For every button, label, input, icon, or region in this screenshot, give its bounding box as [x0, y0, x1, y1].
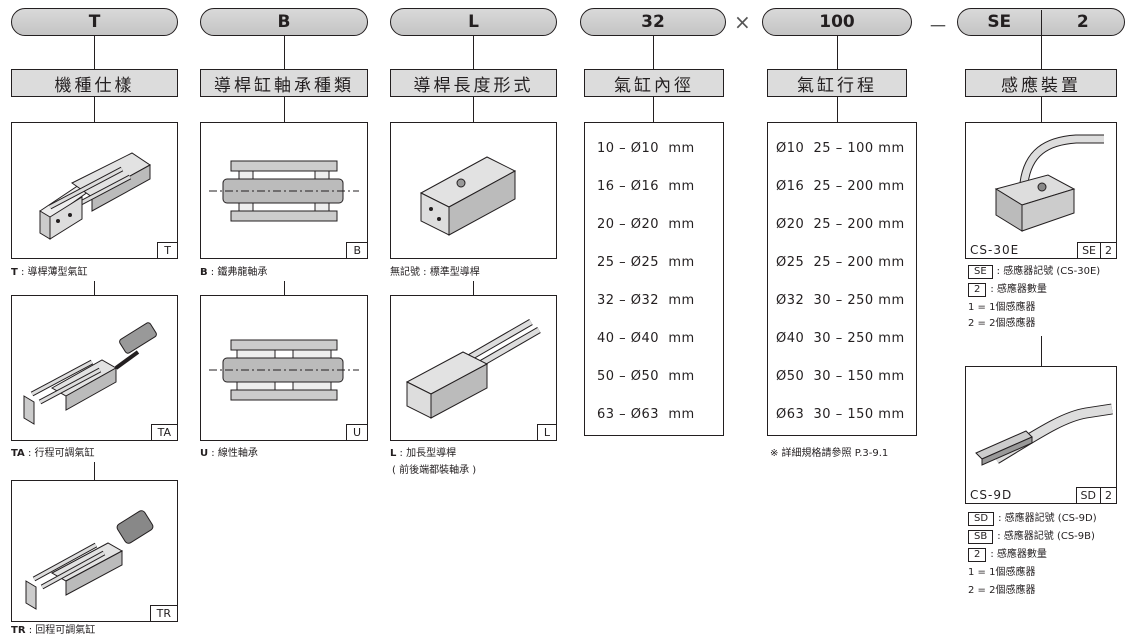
sensor-cs30e-label: CS-30E — [970, 243, 1020, 257]
caption-standard: 無記號 : 標準型導桿 — [390, 267, 480, 278]
connector — [284, 97, 285, 122]
header-length: 導桿長度形式 — [390, 69, 557, 97]
cs9d-qty-2: 2 = 2個感應器 — [968, 585, 1036, 596]
caption-ta: TA : 行程可調氣缸 — [11, 448, 95, 459]
tag-ta: TA — [150, 424, 177, 440]
connector — [94, 462, 95, 480]
bore-row: 20 – Ø20 mm — [597, 217, 695, 232]
connector — [1041, 97, 1042, 122]
code-pill-length: L — [390, 8, 557, 36]
code-pill-stroke: 100 — [762, 8, 912, 36]
header-bearing: 導桿缸軸承種類 — [200, 69, 368, 97]
tag-u: U — [345, 424, 367, 440]
image-standard-guide-rod — [390, 122, 557, 259]
caption-t: T : 導桿薄型氣缸 — [11, 267, 88, 278]
bore-row: 40 – Ø40 mm — [597, 331, 695, 346]
connector — [284, 281, 285, 295]
image-adjustable-return-cylinder: TR — [11, 480, 178, 622]
cs30e-line-2: 2: 感應器數量 — [968, 282, 1047, 297]
connector — [473, 97, 474, 122]
tag-tr: TR — [149, 605, 177, 621]
cs9d-line-1: SD: 感應器記號 (CS-9D) — [968, 511, 1097, 526]
cs30e-qty-2: 2 = 2個感應器 — [968, 318, 1036, 329]
connector — [653, 36, 654, 69]
header-model: 機種仕樣 — [11, 69, 178, 97]
stroke-row: Ø40 30 – 250 mm — [776, 331, 905, 346]
code-stroke: 100 — [819, 12, 855, 32]
image-guided-thin-cylinder: T — [11, 122, 178, 259]
cs30e-qty-1: 1 = 1個感應器 — [968, 302, 1036, 313]
caption-l: L : 加長型導桿 — [390, 448, 457, 459]
stroke-row: Ø50 30 – 150 mm — [776, 369, 905, 384]
bore-row: 16 – Ø16 mm — [597, 179, 695, 194]
image-extended-guide-rod: L — [390, 295, 557, 441]
connector — [94, 281, 95, 295]
connector — [837, 36, 838, 69]
code-sensor-type: SE — [987, 11, 1012, 32]
stroke-row: Ø63 30 – 150 mm — [776, 407, 905, 422]
bore-row: 50 – Ø50 mm — [597, 369, 695, 384]
connector — [653, 97, 654, 122]
caption-u: U : 線性軸承 — [200, 448, 258, 459]
header-sensor: 感應裝置 — [965, 69, 1117, 97]
connector — [1041, 336, 1042, 366]
code-pill-sensor: SE 2 — [957, 8, 1125, 36]
times-symbol: × — [734, 10, 751, 34]
caption-b: B : 鐵弗龍軸承 — [200, 267, 268, 278]
connector — [473, 281, 474, 295]
image-adjustable-stroke-cylinder: TA — [11, 295, 178, 441]
caption-l-note: ( 前後端都裝軸承 ) — [392, 465, 477, 476]
cs9d-line-3: 2: 感應器數量 — [968, 547, 1047, 562]
code-bearing: B — [277, 12, 291, 32]
code-pill-bearing: B — [200, 8, 368, 36]
bore-row: 63 – Ø63 mm — [597, 407, 695, 422]
tag-t: T — [157, 242, 177, 258]
stroke-row: Ø20 25 – 200 mm — [776, 217, 905, 232]
bore-row: 32 – Ø32 mm — [597, 293, 695, 308]
bore-row: 25 – Ø25 mm — [597, 255, 695, 270]
stroke-row: Ø25 25 – 200 mm — [776, 255, 905, 270]
stroke-row: Ø16 25 – 200 mm — [776, 179, 905, 194]
caption-tr: TR : 回程可調氣缸 — [11, 625, 96, 636]
bore-row: 10 – Ø10 mm — [597, 141, 695, 156]
cs9d-qty-1: 1 = 1個感應器 — [968, 567, 1036, 578]
connector — [94, 97, 95, 122]
bore-table: 10 – Ø10 mm 16 – Ø16 mm 20 – Ø20 mm 25 –… — [584, 122, 724, 436]
code-sensor-qty: 2 — [1040, 9, 1125, 35]
header-stroke: 氣缸行程 — [767, 69, 907, 97]
stroke-note: ※ 詳細規格請參照 P.3-9.1 — [770, 448, 889, 459]
sensor-cs9d-label: CS-9D — [970, 488, 1013, 502]
connector — [284, 36, 285, 69]
stroke-table: Ø10 25 – 100 mm Ø16 25 – 200 mm Ø20 25 –… — [767, 122, 917, 436]
connector — [837, 97, 838, 122]
cs30e-line-1: SE: 感應器記號 (CS-30E) — [968, 264, 1100, 279]
cs9d-line-2: SB: 感應器記號 (CS-9B) — [968, 529, 1095, 544]
image-teflon-bearing: B — [200, 122, 368, 259]
image-linear-bearing: U — [200, 295, 368, 441]
header-bore: 氣缸內徑 — [584, 69, 724, 97]
code-pill-model: T — [11, 8, 178, 36]
code-model: T — [88, 12, 101, 32]
dash-symbol: － — [928, 14, 948, 38]
connector — [1041, 36, 1042, 69]
connector — [94, 36, 95, 69]
connector — [473, 36, 474, 69]
stroke-row: Ø10 25 – 100 mm — [776, 141, 905, 156]
code-length: L — [468, 12, 479, 32]
code-pill-bore: 32 — [580, 8, 726, 36]
tag-b: B — [346, 242, 367, 258]
stroke-row: Ø32 30 – 250 mm — [776, 293, 905, 308]
tag-l: L — [536, 424, 556, 440]
code-bore: 32 — [641, 12, 665, 32]
